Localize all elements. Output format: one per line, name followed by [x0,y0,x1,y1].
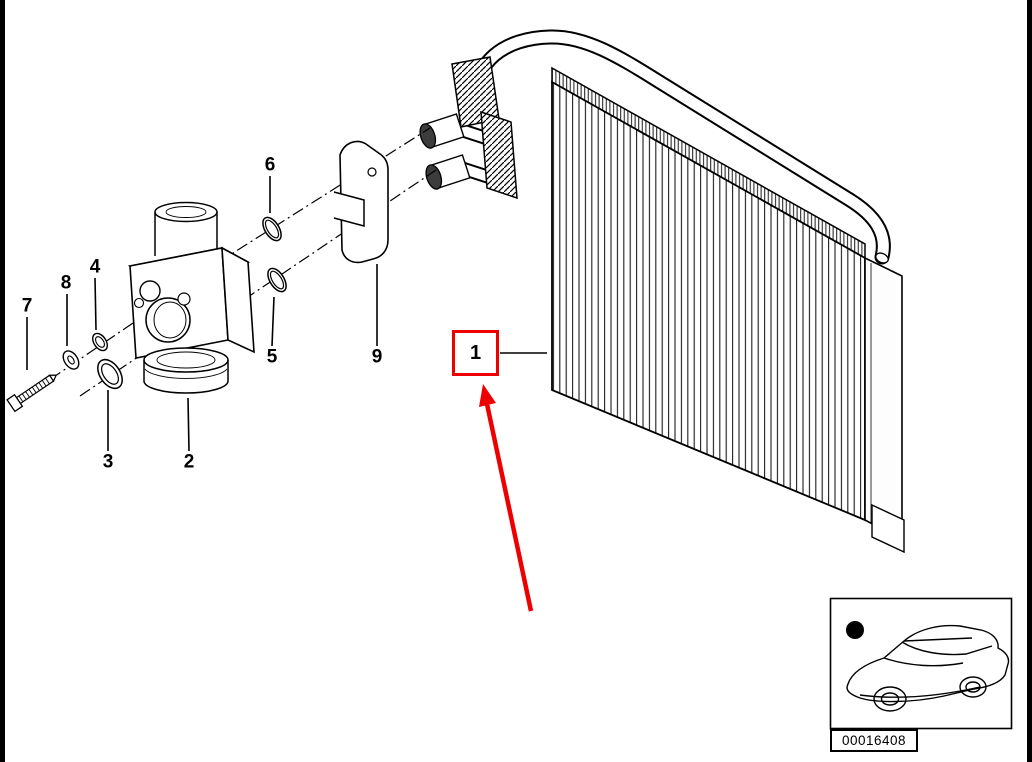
o-ring-small [92,332,108,352]
callout-6[interactable]: 6 [264,154,276,176]
location-dot-icon [846,621,864,639]
washer [62,350,80,370]
screw [6,374,58,413]
pipe-grommet-lower [480,110,518,200]
callout-4[interactable]: 4 [89,256,101,278]
mounting-bracket [333,140,389,264]
evaporator-core [551,66,905,554]
callout-8[interactable]: 8 [60,272,72,294]
callout-1-highlighted[interactable]: 1 [452,330,499,376]
letterbox-left [0,0,5,762]
pipe-fitting-upper [419,113,465,149]
diagram-number: 00016408 [830,729,918,752]
car-thumbnail [846,621,1010,712]
callout-5[interactable]: 5 [266,346,278,368]
o-ring-lower [267,267,287,293]
o-ring-upper [262,216,282,242]
expansion-valve [127,201,255,394]
callout-7[interactable]: 7 [21,295,33,317]
car-sketch-icon [846,624,1010,712]
highlight-arrow [479,384,534,612]
o-ring-large [97,358,123,390]
callout-9[interactable]: 9 [371,346,383,368]
pipe-fitting-lower [425,154,471,190]
leader-lines [26,176,547,452]
letterbox-right [1027,0,1032,762]
callout-3[interactable]: 3 [102,451,114,473]
callout-2[interactable]: 2 [183,451,195,473]
car-thumbnail-box [829,597,1013,730]
